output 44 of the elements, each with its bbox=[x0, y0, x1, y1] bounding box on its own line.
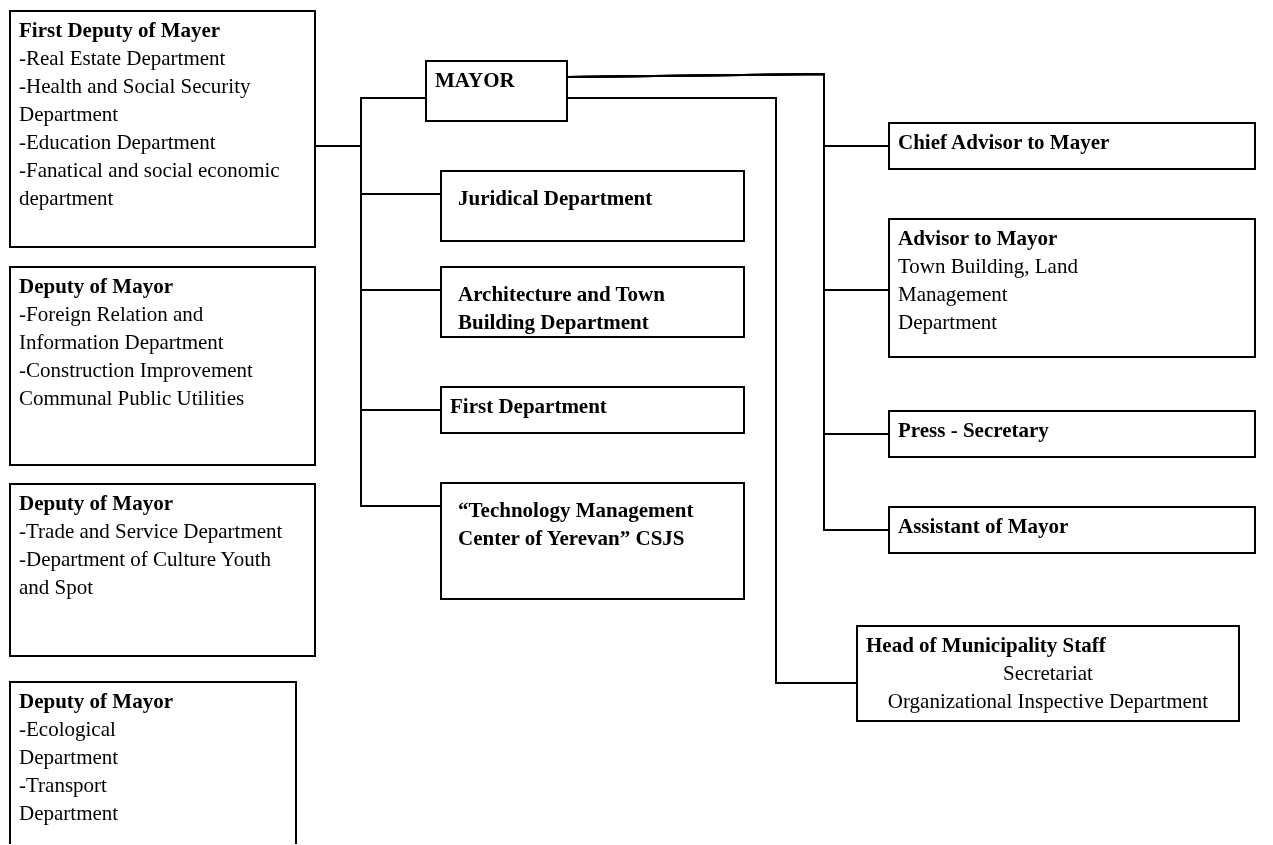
box-text: Town Building, Land Management Department bbox=[898, 253, 1079, 336]
box-text: -Real Estate Department bbox=[19, 45, 227, 72]
box-text: -Health and Social Security Department bbox=[19, 73, 252, 128]
org-box bbox=[440, 170, 745, 242]
box-text: -Construction Improvement Communal Public Utilities bbox=[19, 357, 254, 412]
box-heading: First Department bbox=[450, 393, 608, 420]
box-heading: Architecture and Town Building Department bbox=[457, 281, 666, 336]
box-heading: Chief Advisor to Mayer bbox=[898, 129, 1111, 156]
box-heading: Deputy of Mayor bbox=[19, 688, 174, 715]
org-box bbox=[888, 218, 1256, 358]
connector-line bbox=[567, 73, 889, 531]
box-heading: Assistant of Mayor bbox=[898, 513, 1070, 540]
org-box bbox=[440, 266, 745, 338]
box-text: Secretariat bbox=[1002, 660, 1094, 687]
box-text: -Transport Department bbox=[19, 772, 120, 827]
box-text: -Trade and Service Department bbox=[19, 518, 284, 545]
box-heading: Advisor to Mayor bbox=[898, 225, 1059, 252]
org-box bbox=[888, 410, 1256, 458]
box-text: -Department of Culture Youth and Spot bbox=[19, 546, 272, 601]
box-heading: MAYOR bbox=[435, 67, 516, 94]
org-box bbox=[888, 506, 1256, 554]
box-heading: Deputy of Mayor bbox=[19, 273, 174, 300]
box-heading: Juridical Department bbox=[457, 185, 654, 212]
org-box bbox=[440, 482, 745, 600]
org-box bbox=[425, 60, 568, 122]
org-box bbox=[9, 483, 316, 657]
org-box bbox=[888, 122, 1256, 170]
box-text: -Ecological Department bbox=[19, 716, 120, 771]
box-text: Organizational Inspective Department bbox=[886, 688, 1210, 715]
box-text: -Fanatical and social economic department bbox=[19, 157, 281, 212]
box-heading: “Technology Management Center of Yerevan” CSJS bbox=[457, 497, 695, 552]
org-box bbox=[9, 681, 297, 844]
org-box bbox=[856, 625, 1240, 722]
org-box bbox=[9, 266, 316, 466]
box-heading: Press - Secretary bbox=[898, 417, 1050, 444]
box-text: -Education Department bbox=[19, 129, 217, 156]
box-heading: Deputy of Mayor bbox=[19, 490, 174, 517]
org-box bbox=[440, 386, 745, 434]
box-text: -Foreign Relation and Information Department bbox=[19, 301, 225, 356]
org-box bbox=[9, 10, 316, 248]
box-heading: First Deputy of Mayer bbox=[19, 17, 222, 44]
connector-line bbox=[567, 97, 857, 684]
connector-line bbox=[360, 97, 441, 507]
box-heading: Head of Municipality Staff bbox=[866, 632, 1107, 659]
